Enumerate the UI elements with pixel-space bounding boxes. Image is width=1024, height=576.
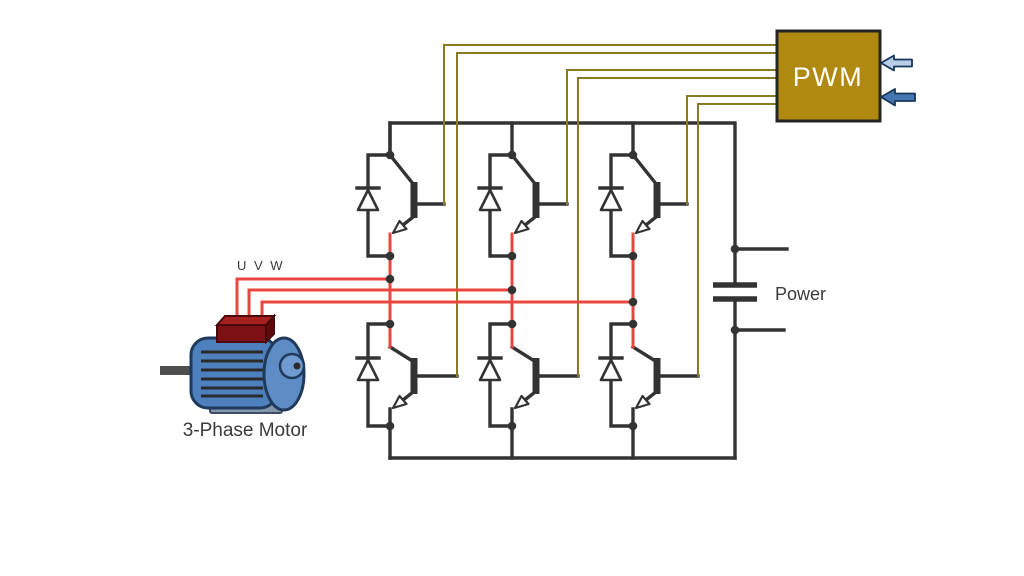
gate-wire-5: [686, 95, 779, 205]
freewheel-diode-icon: [478, 358, 502, 382]
motor-label: 3-Phase Motor: [183, 420, 308, 441]
terminal-box-front: [216, 324, 267, 343]
emitter-arrow-icon: [513, 219, 530, 235]
motor-shaft-end: [293, 362, 301, 370]
emitter-arrow-icon: [634, 219, 651, 235]
motor-icon: 3-Phase Motor U V W: [160, 258, 308, 441]
igbt-bottom-3: [598, 322, 700, 460]
gate-wire-2: [456, 52, 779, 377]
pwm-input-arrow-top-icon: [880, 54, 913, 72]
motor-fins: [201, 350, 263, 398]
freewheel-diode-icon: [599, 188, 623, 212]
inverter-leg-1: [355, 121, 459, 460]
capacitor-icon: [713, 282, 757, 302]
pwm-block: PWM: [775, 29, 916, 123]
inverter-leg-3: [598, 152, 700, 460]
freewheel-diode-icon: [478, 188, 502, 212]
igbt-bottom-2: [477, 322, 580, 460]
phase-wires: [235, 232, 635, 349]
phase-label-uvw: U V W: [237, 258, 285, 273]
igbt-top-2: [477, 152, 569, 258]
freewheel-diode-icon: [356, 188, 380, 212]
diode-wire: [488, 322, 514, 428]
phase-wire-v: [247, 288, 514, 322]
phase-wire-w: [260, 300, 635, 322]
emitter-arrow-icon: [513, 394, 530, 410]
gate-wire-6: [697, 103, 779, 377]
inverter-leg-2: [477, 152, 580, 460]
emitter-arrow-icon: [634, 394, 651, 410]
emitter-arrow-icon: [391, 219, 408, 235]
junction-dots: [385, 150, 740, 431]
igbt-top-3: [598, 152, 689, 258]
motor-shaft: [160, 366, 193, 375]
gate-wire-4: [577, 77, 779, 377]
pwm-input-arrow-bottom-icon: [880, 88, 916, 107]
terminal-box-top: [214, 315, 277, 326]
igbt-top-1: [355, 121, 446, 258]
pwm-label: PWM: [793, 62, 863, 92]
diode-wire: [488, 153, 514, 258]
pwm-box: [775, 29, 882, 123]
emitter-arrow-icon: [391, 394, 408, 410]
freewheel-diode-icon: [356, 358, 380, 382]
diode-wire: [609, 153, 635, 258]
gate-wire-3: [566, 69, 779, 205]
igbt-bottom-1: [355, 322, 459, 460]
gate-wires: [443, 44, 779, 377]
diode-wire: [366, 322, 392, 428]
power-label: Power: [775, 284, 826, 304]
diode-wire: [609, 322, 635, 428]
diode-wire: [366, 153, 392, 258]
phase-wire-u: [235, 277, 392, 322]
motor-shaft-boss: [278, 352, 306, 380]
gate-wire-1: [443, 44, 779, 205]
freewheel-diode-icon: [599, 358, 623, 382]
